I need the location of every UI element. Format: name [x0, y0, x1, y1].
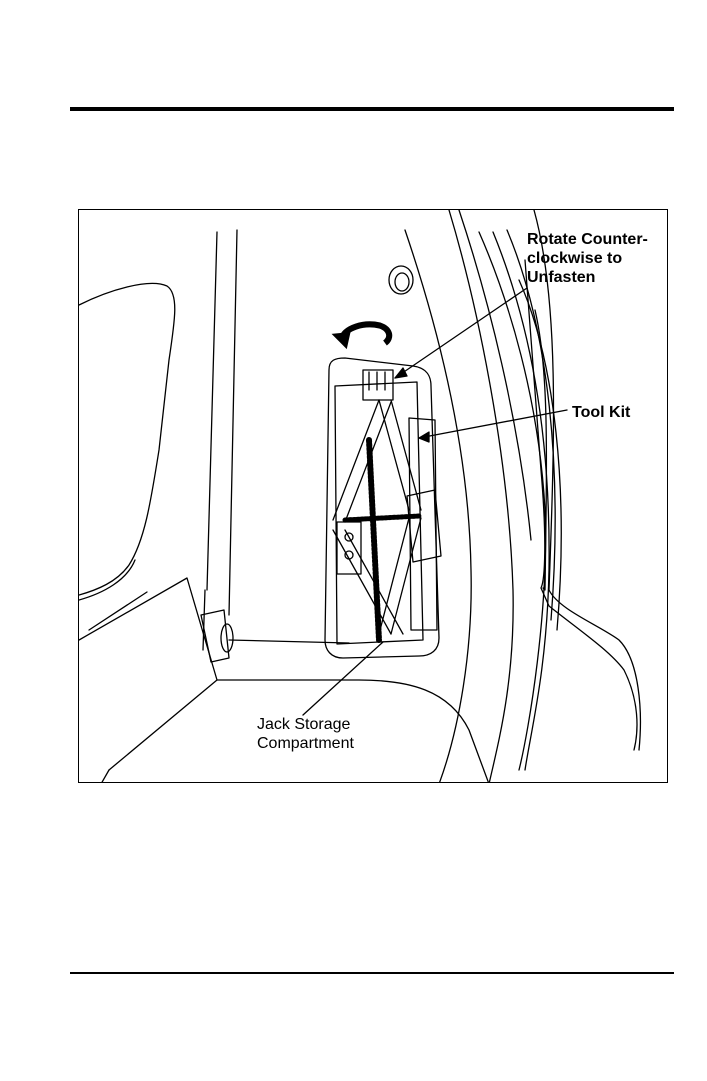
jack-spring-coil: [369, 440, 379, 640]
rotate-callout-line-2: clockwise to: [527, 249, 648, 268]
arrowhead-rotate: [395, 368, 407, 378]
header-rule: [70, 107, 674, 111]
counterclockwise-arrow-icon: [329, 318, 399, 354]
pillar-line-2: [229, 230, 237, 615]
jack-screw: [345, 516, 419, 520]
arrowhead-tool-kit: [419, 432, 429, 442]
floor-bracket: [201, 610, 229, 662]
rotate-callout-line-3: Unfasten: [527, 268, 648, 287]
leader-rotate: [395, 288, 527, 378]
rotate-callout: Rotate Counter- clockwise to Unfasten: [527, 230, 648, 287]
pillar-line-3: [203, 590, 205, 650]
trim-curve-3: [459, 210, 531, 540]
jack-arm-right-top: [379, 400, 409, 510]
jack-side-plate: [337, 522, 361, 574]
tool-kit-callout: Tool Kit: [572, 403, 630, 422]
jack-storage-illustration: Rotate Counter- clockwise to Unfasten To…: [78, 209, 668, 783]
trim-plug-inner: [395, 273, 409, 291]
pillar-line-1: [207, 232, 217, 590]
quarter-outer-2: [525, 260, 637, 750]
jack-arm-left-bottom: [333, 530, 391, 634]
leader-jack-storage: [303, 642, 383, 715]
seat-back-outline: [79, 283, 175, 595]
rotate-callout-line-1: Rotate Counter-: [527, 230, 648, 249]
jack-arm-right-bottom-2: [391, 518, 421, 634]
jack-storage-callout-line-1: Jack Storage: [257, 715, 354, 734]
footer-rule: [70, 972, 674, 974]
leader-tool-kit: [419, 410, 567, 438]
jack-storage-callout-line-2: Compartment: [257, 734, 354, 753]
quarter-line-2: [493, 232, 549, 770]
jack-head-clip: [369, 372, 385, 390]
floor-edge-2: [101, 770, 109, 783]
leader-left: [89, 592, 147, 630]
jack-storage-callout: Jack Storage Compartment: [257, 715, 354, 753]
quarter-tail: [549, 590, 640, 750]
floor-back-line: [229, 640, 349, 643]
vehicle-cargo-drawing: [79, 210, 668, 783]
floor-panel: [79, 578, 217, 770]
seat-back-inner-edge: [79, 560, 135, 600]
trim-curve-outer: [405, 230, 471, 783]
